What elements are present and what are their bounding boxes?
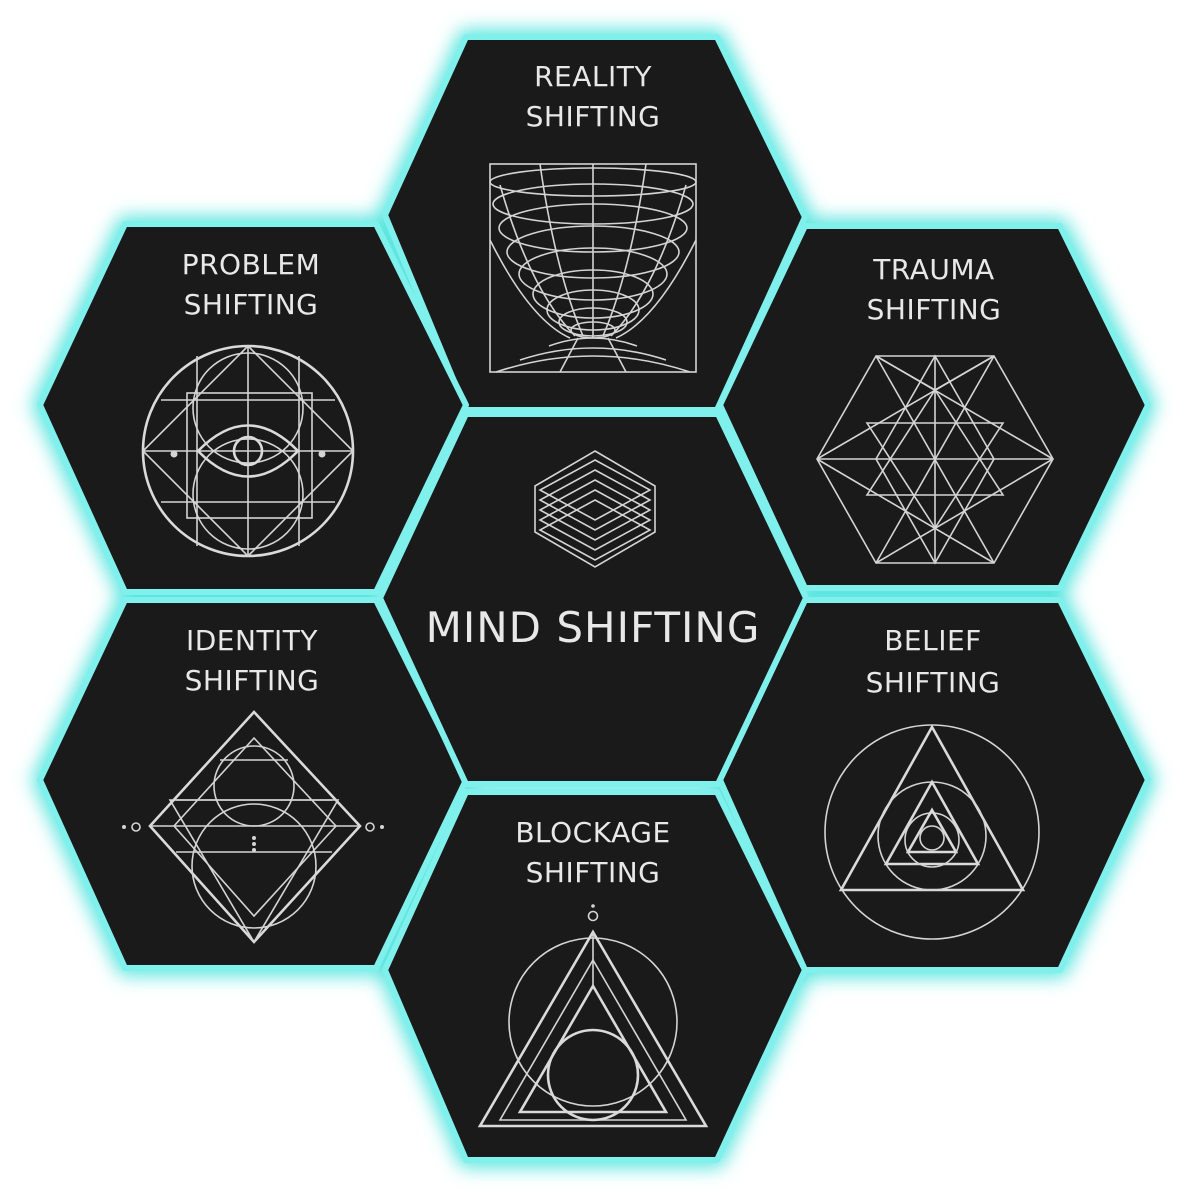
diamond-circles-icon [122,710,384,944]
reality-title-line1: REALITY [534,60,652,93]
reality-title-line2: SHIFTING [526,100,661,133]
eye-circle-icon [141,344,355,558]
trauma-title-line1: TRAUMA [872,253,994,286]
stacked-layers-icon [534,450,656,568]
cube-star-icon [816,354,1054,565]
blockage-title-line1: BLOCKAGE [515,816,670,849]
identity-title-line2: SHIFTING [185,664,320,697]
problem-title-line2: SHIFTING [184,288,319,321]
trauma-title-line2: SHIFTING [867,293,1002,326]
belief-title-line1: BELIEF [884,624,982,657]
wormhole-grid-icon [489,163,697,373]
belief-title-line2: SHIFTING [866,666,1001,699]
blockage-title-line2: SHIFTING [526,856,661,889]
hex-blockage [382,789,808,1163]
hex-center [377,411,809,787]
center-title: MIND SHIFTING [426,603,761,652]
hex-trauma [717,223,1151,591]
problem-title-line1: PROBLEM [182,248,321,281]
hex-problem [37,221,469,595]
triangle-circle-icon [477,904,709,1128]
nested-triangles-icon [824,724,1040,940]
hexagon-bodies [37,34,1151,1163]
identity-title-line1: IDENTITY [186,624,318,657]
